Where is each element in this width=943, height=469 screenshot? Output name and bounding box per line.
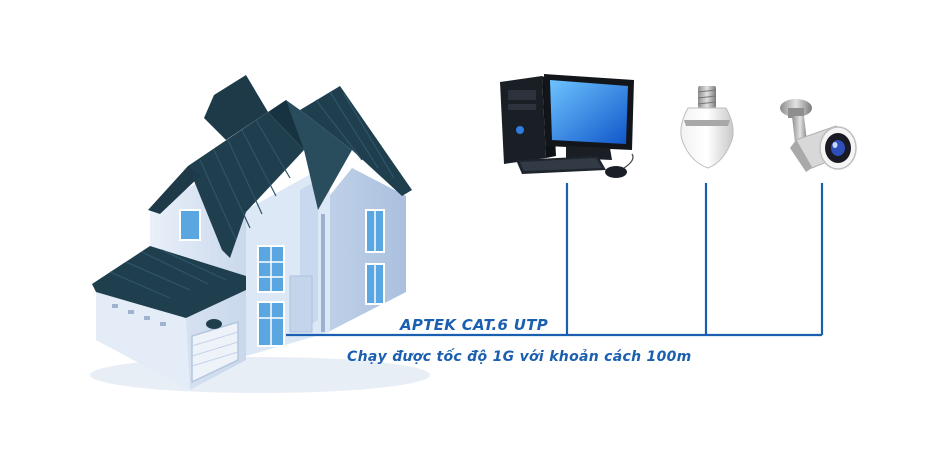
monitor-screen: [550, 80, 628, 144]
computer-icon: [500, 74, 634, 178]
front-door: [289, 275, 313, 333]
cable-type-label: APTEK CAT.6 UTP: [400, 316, 549, 334]
window: [179, 209, 201, 241]
light-bulb-icon: [680, 86, 734, 169]
right-roof: [300, 86, 412, 196]
house-illustration: [90, 75, 430, 393]
roof-peak: [204, 75, 268, 140]
security-camera-icon: [780, 99, 857, 172]
garage-door: [191, 320, 239, 384]
right-wing-wall: [318, 168, 406, 332]
main-roof: [188, 112, 304, 258]
cable-lines: [286, 183, 824, 337]
speed-description-label: Chạy được tốc độ 1G với khoản cách 100m: [347, 349, 692, 365]
